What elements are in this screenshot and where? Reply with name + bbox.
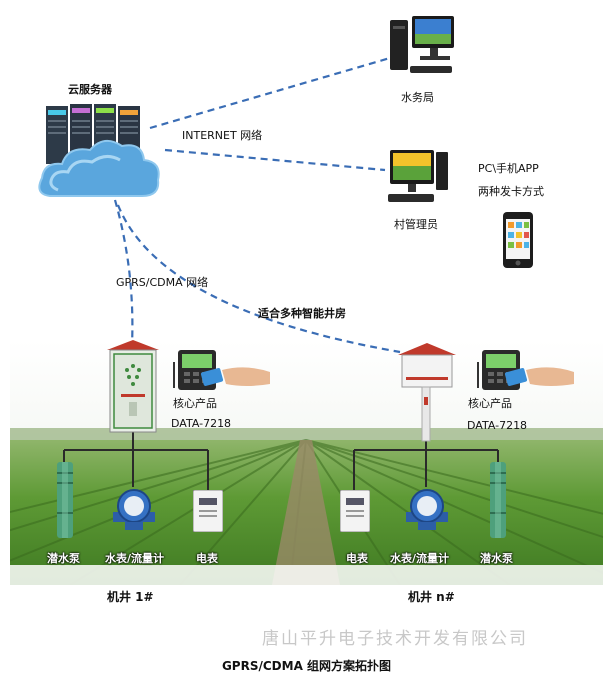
submersible-pump-icon xyxy=(490,462,506,538)
water-meter-icon xyxy=(406,489,448,530)
core-product-model-right: DATA-7218 xyxy=(467,419,528,432)
pc-app-label: PC\手机APP xyxy=(478,162,539,175)
cloud-server-icon xyxy=(38,104,160,197)
core-product-label-right: 核心产品 xyxy=(468,397,512,410)
device-label-meter-right: 水表/流量计 xyxy=(390,552,450,565)
village-admin-label: 村管理员 xyxy=(394,218,438,231)
well-1-label: 机井 1# xyxy=(107,590,154,604)
internet-link-water-bureau xyxy=(149,56,391,130)
card-methods-label: 两种发卡方式 xyxy=(478,185,544,198)
well-cabinet-icon xyxy=(107,340,159,433)
gprs-link-label: GPRS/CDMA 网络 xyxy=(116,276,209,289)
core-product-label-left: 核心产品 xyxy=(173,397,217,410)
device-label-pump-right: 潜水泵 xyxy=(480,552,513,565)
internet-link-label: INTERNET 网络 xyxy=(182,129,263,142)
device-label-pump-left: 潜水泵 xyxy=(47,552,80,565)
cloud-server-label: 云服务器 xyxy=(68,83,112,96)
diagram-title: GPRS/CDMA 组网方案拓扑图 xyxy=(221,659,392,673)
company-watermark: 唐山平升电子技术开发有限公司 xyxy=(262,629,528,649)
data-7218-controller-icon xyxy=(173,350,270,390)
device-label-electric-left: 电表 xyxy=(196,552,218,565)
smartphone-icon xyxy=(503,212,533,268)
electric-meter-icon xyxy=(340,490,370,532)
water-bureau-label: 水务局 xyxy=(401,91,434,104)
core-product-model-left: DATA-7218 xyxy=(171,417,232,430)
gprs-link-well-1 xyxy=(113,199,134,346)
desktop-computer-icon xyxy=(388,150,448,202)
submersible-pump-icon xyxy=(57,462,73,538)
device-label-electric-right: 电表 xyxy=(346,552,368,565)
well-house-icon xyxy=(398,343,456,442)
internet-link-village-admin xyxy=(164,148,386,172)
water-meter-icon xyxy=(113,489,155,530)
well-n-label: 机井 n# xyxy=(408,590,455,604)
data-7218-controller-icon xyxy=(477,350,574,390)
desktop-computer-icon xyxy=(390,16,454,73)
gprs-link-well-n xyxy=(116,204,401,354)
device-label-meter-left: 水表/流量计 xyxy=(105,552,165,565)
electric-meter-icon xyxy=(193,490,223,532)
smart-well-label: 适合多种智能井房 xyxy=(258,307,346,320)
